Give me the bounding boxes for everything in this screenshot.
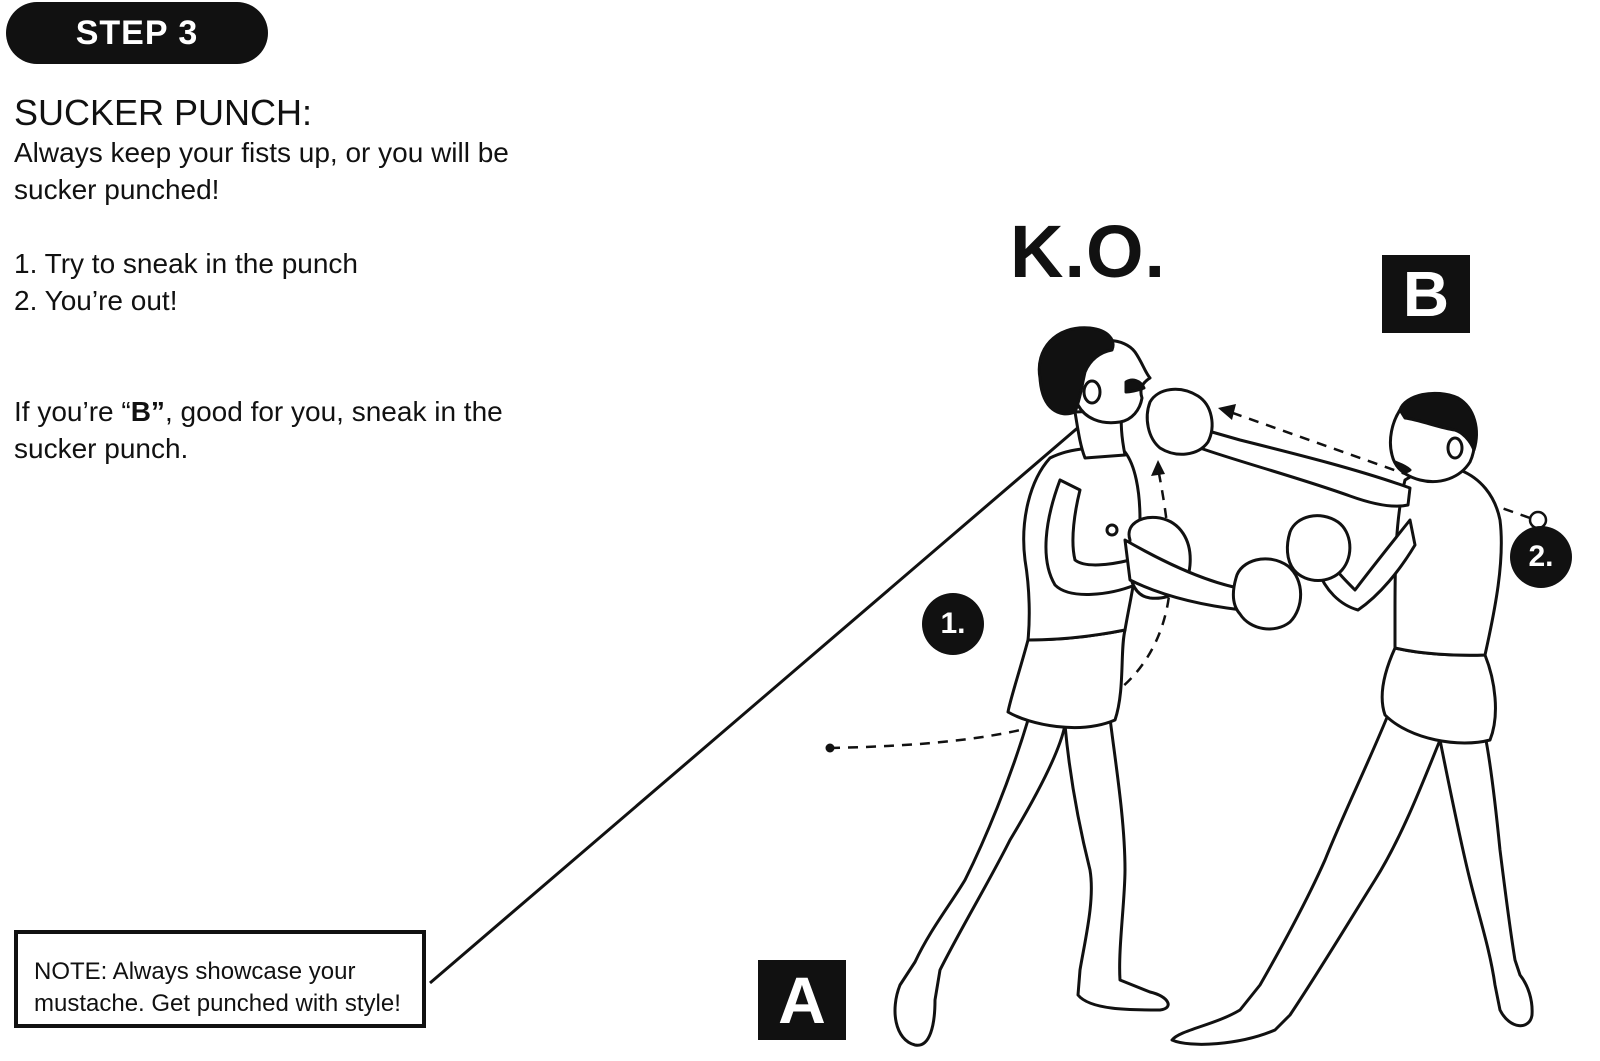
note-text: NOTE: Always showcase your mustache. Get…	[34, 958, 401, 1017]
boxer-a-hair	[1037, 326, 1115, 416]
boxer-b-back-leg	[1438, 733, 1534, 1028]
boxer-a-figure	[893, 326, 1303, 1047]
punch-path-1-arrowhead	[1151, 460, 1165, 476]
step-marker-2: 2.	[1510, 526, 1572, 588]
boxer-b-front-leg	[1170, 708, 1442, 1046]
punch-path-1	[829, 467, 1172, 750]
advice-bold: B”	[130, 396, 165, 427]
boxer-a-mustache	[1124, 378, 1146, 394]
boxer-b-label: B	[1382, 255, 1470, 333]
boxer-b-guard-glove	[1285, 514, 1352, 582]
boxer-b-figure	[1145, 387, 1534, 1046]
advice-text: If you’re “B”, good for you, sneak in th…	[14, 393, 574, 467]
step-label: STEP 3	[75, 13, 199, 52]
step-badge: STEP 3	[6, 2, 268, 64]
boxer-a-label: A	[758, 960, 846, 1040]
note-box: NOTE: Always showcase your mustache. Get…	[14, 930, 426, 1028]
advice-before: If you’re “	[14, 396, 131, 427]
section-heading: SUCKER PUNCH:	[14, 92, 313, 133]
punch-path-1-start-dot	[825, 743, 835, 753]
step-marker-1: 1.	[922, 593, 984, 655]
boxer-a-trunks	[1006, 628, 1127, 730]
boxer-a-back-leg	[893, 718, 1067, 1047]
boxer-b-punching-glove	[1145, 387, 1214, 456]
boxer-a-ear	[1082, 379, 1102, 405]
boxer-b-torso	[1393, 466, 1503, 657]
advice-after: , good for you, sneak in the sucker punc…	[14, 396, 503, 464]
boxer-a-letter: A	[778, 963, 826, 1037]
intro-text: Always keep your fists up, or you will b…	[14, 137, 509, 205]
boxer-b-letter: B	[1402, 258, 1450, 330]
boxer-a-torso	[1022, 446, 1142, 642]
note-pointer-line	[429, 405, 1103, 985]
boxer-a-chest-detail	[1105, 523, 1119, 537]
boxer-b-ear	[1446, 436, 1464, 460]
instruction-text: SUCKER PUNCH: Always keep your fists up,…	[14, 92, 574, 495]
ko-label: K.O.	[1010, 210, 1167, 293]
boxer-a-front-leg	[1063, 716, 1170, 1012]
boxer-b-punching-arm	[1198, 428, 1412, 508]
boxer-b-hair	[1398, 391, 1478, 452]
boxer-b-goatee	[1393, 460, 1412, 474]
step-marker-1-text: 1.	[940, 607, 966, 640]
step-item: 2. You’re out!	[14, 285, 178, 316]
step-item: 1. Try to sneak in the punch	[14, 248, 358, 279]
punch-path-2-arrowhead	[1218, 404, 1236, 420]
boxer-a-front-glove	[1231, 557, 1303, 631]
step-list: 1. Try to sneak in the punch 2. You’re o…	[14, 245, 574, 319]
step-marker-2-text: 2.	[1528, 540, 1554, 573]
